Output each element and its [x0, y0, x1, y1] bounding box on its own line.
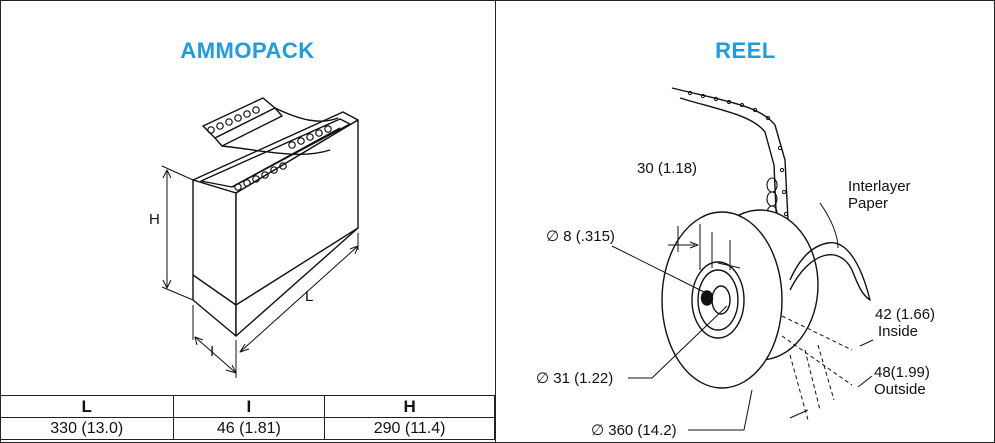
label-i: I	[210, 343, 215, 360]
reel-hub-hole	[700, 290, 714, 306]
interlayer-paper	[789, 242, 871, 301]
reel-front-flange	[661, 211, 783, 389]
dimension-l	[239, 233, 359, 353]
label-dim-48: 48(1.99)	[874, 364, 930, 381]
label-inside: Inside	[878, 323, 919, 340]
label-dim-42: 42 (1.66)	[875, 306, 936, 323]
label-dim-8: ∅ 8 (.315)	[546, 228, 615, 245]
ammopack-dimension-table: L I H 330 (13.0) 46 (1.81) 290 (11.4)	[0, 395, 495, 440]
dimension-360-leader	[688, 389, 753, 431]
dimension-30	[668, 224, 741, 270]
reel-title: REEL	[715, 38, 776, 63]
cell-i: 46 (1.81)	[172, 417, 326, 440]
label-paper: Paper	[848, 195, 889, 212]
panel-divider	[495, 0, 496, 443]
header-l: L	[0, 395, 174, 418]
cell-h: 290 (11.4)	[324, 417, 495, 440]
reel-tape-holes	[687, 90, 791, 239]
dimension-h	[161, 165, 194, 301]
table-row: 330 (13.0) 46 (1.81) 290 (11.4)	[0, 417, 495, 440]
label-dim-360: ∅ 360 (14.2)	[591, 422, 677, 439]
label-interlayer: Interlayer	[848, 178, 911, 195]
ammopack-box	[192, 111, 359, 337]
label-dim-31: ∅ 31 (1.22)	[536, 370, 614, 387]
dimension-31-leader	[628, 305, 728, 379]
header-h: H	[324, 395, 495, 418]
dimension-inside-outside	[781, 315, 853, 421]
ammopack-title: AMMOPACK	[180, 38, 315, 63]
label-l: L	[305, 288, 314, 305]
ammopack-tape-holes	[207, 106, 332, 191]
dimension-8-leader	[611, 245, 705, 293]
header-i: I	[172, 395, 326, 418]
ammopack-tape	[202, 97, 339, 155]
label-h: H	[149, 211, 160, 228]
dimension-inside-outside-solid	[789, 339, 874, 419]
label-outside: Outside	[874, 381, 926, 398]
cell-l: 330 (13.0)	[0, 417, 174, 440]
label-dim-30: 30 (1.18)	[637, 160, 698, 177]
table-header-row: L I H	[0, 395, 495, 418]
interlayer-leader	[819, 202, 839, 249]
dimension-i	[192, 305, 237, 378]
